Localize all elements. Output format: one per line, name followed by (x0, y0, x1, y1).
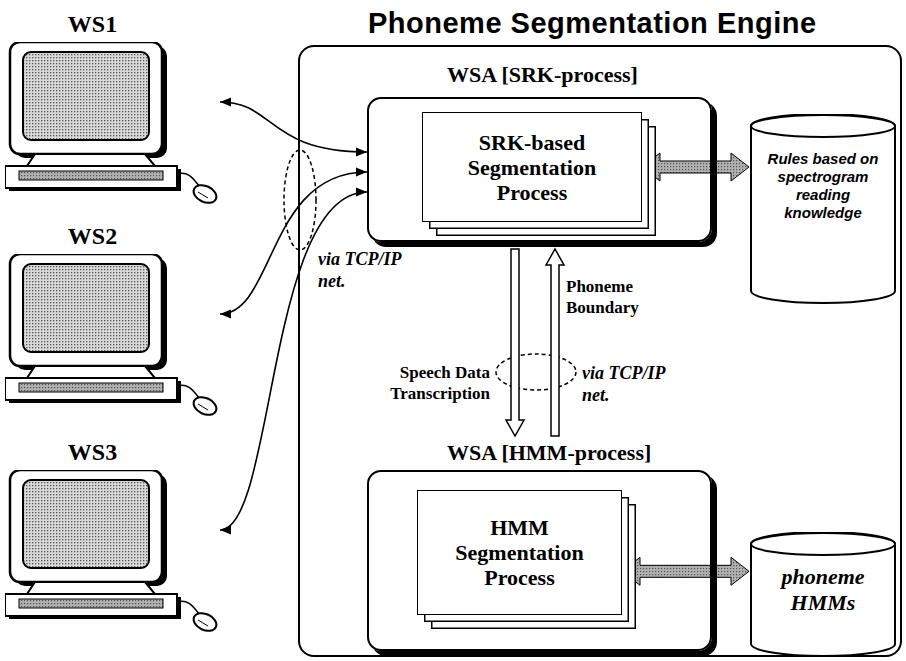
computer-icon (5, 470, 220, 635)
connector (220, 188, 367, 535)
process-heading: WSA [SRK-process] (447, 60, 638, 90)
process-box: WSA [SRK-process] SRK-based Segmentation … (367, 60, 712, 242)
computer-icon (5, 42, 220, 207)
process-stack: SRK-based Segmentation Process (422, 112, 642, 222)
process-heading: WSA [HMM-process] (447, 438, 651, 468)
process-name: SRK-based Segmentation Process (423, 126, 641, 209)
connector (220, 168, 367, 319)
engine-frame: Phoneme Segmentation EngineWSA [SRK-proc… (298, 45, 902, 657)
connector (642, 153, 749, 181)
connector (506, 249, 524, 436)
block-arrow (506, 249, 524, 436)
process-name: HMM Segmentation Process (418, 511, 621, 594)
process-box: WSA [HMM-process] HMM Segmentation Proces… (367, 438, 712, 651)
connector (622, 557, 749, 585)
database-cylinder: Rules based on spectrogram reading knowl… (750, 114, 896, 304)
network-line (220, 192, 367, 530)
workstation: WS2 (5, 222, 220, 427)
block-arrow (546, 249, 564, 436)
arrow-head (220, 310, 231, 319)
workstation-label: WS3 (5, 438, 180, 466)
workstation: WS1 (5, 10, 220, 210)
network-label: via TCP/IP net. (318, 248, 418, 292)
workstation: WS3 (5, 438, 220, 650)
database-label: Rules based on spectrogram reading knowl… (762, 150, 884, 222)
connector (546, 249, 564, 436)
network-line (220, 102, 367, 152)
block-arrow (642, 153, 749, 181)
database-cylinder: phoneme HMMs (750, 532, 896, 657)
network-label: via TCP/IP net. (582, 362, 672, 406)
tcp-ellipse (284, 150, 316, 250)
workstation-label: WS1 (5, 10, 180, 38)
process-stack: HMM Segmentation Process (417, 490, 622, 615)
arrow-head (356, 188, 367, 197)
arrow-head (220, 526, 231, 535)
block-arrow (622, 557, 749, 585)
edge-label: Speech Data Transcription (330, 362, 490, 404)
connector (220, 98, 367, 157)
arrow-head (356, 148, 367, 157)
arrow-head (220, 98, 231, 107)
engine-title: Phoneme Segmentation Engine (362, 5, 823, 41)
database-label: phoneme HMMs (763, 564, 883, 616)
edge-label: Phoneme Boundary (566, 276, 696, 318)
arrow-head (356, 168, 367, 177)
workstation-label: WS2 (5, 222, 180, 250)
computer-icon (5, 254, 220, 419)
tcp-ellipse (496, 354, 576, 390)
